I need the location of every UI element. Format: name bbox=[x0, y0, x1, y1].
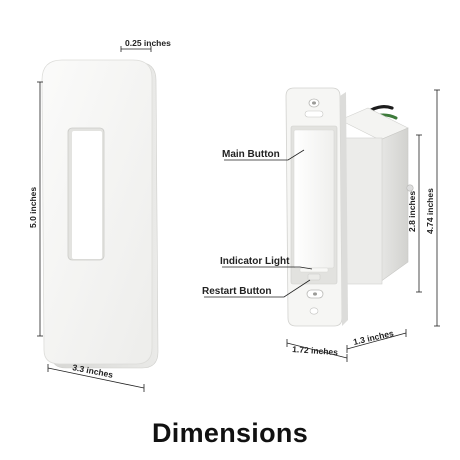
indicator-light bbox=[299, 267, 329, 273]
switch-total-height-label: 4.74 inches bbox=[425, 188, 435, 234]
main-button-label: Main Button bbox=[222, 149, 280, 160]
plate-depth-label: 0.25 inches bbox=[125, 38, 171, 48]
page-title: Dimensions bbox=[151, 418, 309, 448]
plate-opening bbox=[67, 127, 105, 261]
plate-depth-dimension: 0.25 inches bbox=[120, 38, 171, 52]
bottom-screw-slot bbox=[306, 289, 324, 315]
plate-height-label: 5.0 inches bbox=[28, 187, 38, 228]
restart-button bbox=[307, 273, 321, 281]
smart-switch bbox=[285, 87, 414, 327]
callout-restart-button: Restart Button bbox=[202, 279, 311, 298]
top-screw-hole bbox=[308, 98, 320, 108]
callout-indicator-light: Indicator Light bbox=[220, 256, 313, 270]
switch-body-height-dimension: 2.8 inches bbox=[407, 134, 422, 293]
switch-width-dimension: 1.72 inches bbox=[286, 339, 348, 362]
plate-height-dimension: 5.0 inches bbox=[28, 81, 43, 337]
switch-width-label: 1.72 inches bbox=[292, 344, 339, 357]
switch-body-height-label: 2.8 inches bbox=[407, 191, 417, 232]
switch-total-height-dimension: 4.74 inches bbox=[425, 89, 440, 327]
restart-button-label: Restart Button bbox=[202, 286, 271, 297]
callout-main-button: Main Button bbox=[222, 149, 305, 161]
wall-plate bbox=[41, 59, 159, 369]
switch-depth-label: 1.3 inches bbox=[352, 328, 395, 347]
main-button bbox=[293, 129, 335, 269]
switch-depth-dimension: 1.3 inches bbox=[346, 328, 407, 353]
indicator-light-label: Indicator Light bbox=[220, 256, 290, 267]
